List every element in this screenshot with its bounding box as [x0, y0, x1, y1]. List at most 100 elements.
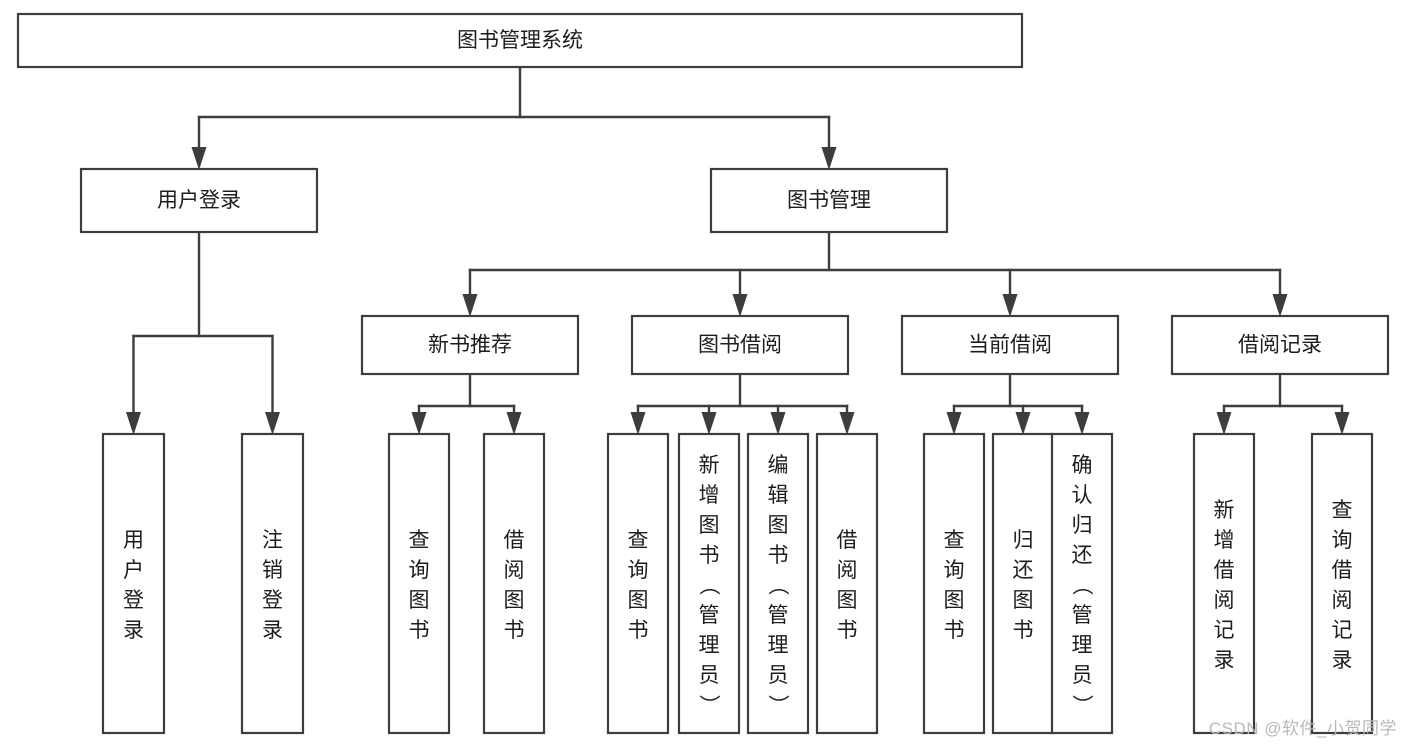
node-label-char: ） [766, 694, 789, 715]
arrow-head-icon [839, 412, 855, 435]
node-label-char: 理 [699, 634, 720, 657]
node-label-char: 询 [1332, 529, 1353, 552]
node-label-char: 还 [1013, 559, 1034, 582]
arrow-head-icon [1216, 412, 1232, 435]
node-label-char: 管 [1072, 604, 1093, 627]
node-box [1050, 432, 1114, 735]
node-label: 新书推荐 [428, 334, 512, 357]
node-label-char: 记 [1332, 619, 1353, 642]
node-label-char: 借 [837, 529, 858, 552]
node-label-char: （ [766, 574, 789, 595]
arrow-head-icon [732, 294, 748, 317]
node-label-char: 登 [123, 589, 144, 612]
node-label-char: 增 [1214, 529, 1235, 552]
node-label-char: 查 [1332, 499, 1353, 522]
node-label-char: 书 [409, 619, 430, 642]
node-label-char: ） [697, 694, 720, 715]
node-box [387, 432, 451, 735]
node-label-char: 查 [409, 529, 430, 552]
node-label-char: 注 [262, 529, 283, 552]
node-box [922, 432, 986, 735]
node-label-char: 书 [628, 619, 649, 642]
arrow-head-icon [411, 412, 427, 435]
node-root[interactable]: 图书管理系统 [16, 12, 1024, 69]
node-label: 图书管理 [787, 189, 871, 212]
node-label-char: 认 [1072, 484, 1093, 507]
node-label-char: 员 [699, 664, 720, 687]
node-label-char: 阅 [1214, 589, 1235, 612]
node-box [746, 432, 810, 735]
node-box [991, 432, 1055, 735]
node-label-char: 新 [1214, 499, 1235, 522]
node-label-char: 图 [504, 589, 525, 612]
node-label-char: 录 [262, 619, 283, 642]
node-label-char: 管 [768, 604, 789, 627]
node-box [606, 432, 670, 735]
node-box [900, 314, 1120, 376]
node-box [630, 314, 850, 376]
node-label-char: 询 [944, 559, 965, 582]
node-box [360, 314, 580, 376]
node-label-char: 图 [699, 514, 720, 537]
node-label-char: 编 [768, 454, 789, 477]
arrow-head-icon [126, 412, 141, 435]
node-newbook[interactable]: 新书推荐 [360, 314, 580, 376]
arrow-head-icon [630, 412, 646, 435]
arrow-head-icon [946, 412, 962, 435]
node-label-char: 书 [699, 544, 720, 567]
node-label-char: 借 [1214, 559, 1235, 582]
node-label-char: 销 [262, 559, 283, 582]
node-box [677, 432, 741, 735]
node-label-char: 户 [123, 559, 144, 582]
node-label-char: 书 [944, 619, 965, 642]
node-label-char: 阅 [837, 559, 858, 582]
node-label-char: 图 [837, 589, 858, 612]
node-box [709, 167, 949, 234]
node-label-char: 查 [944, 529, 965, 552]
connector-layer [126, 65, 1350, 435]
node-label-char: 录 [123, 619, 144, 642]
arrow-head-icon [1074, 412, 1090, 435]
node-leaf-user-login[interactable]: 用户登录 [101, 432, 166, 735]
node-label-char: ） [1070, 694, 1093, 715]
node-box [815, 432, 879, 735]
node-box [1170, 314, 1390, 376]
node-login[interactable]: 用户登录 [79, 167, 319, 234]
node-label-char: 辑 [768, 484, 789, 507]
node-label-char: 阅 [1332, 589, 1353, 612]
node-label-char: 记 [1214, 619, 1235, 642]
node-label-char: 理 [768, 634, 789, 657]
node-label-char: 询 [409, 559, 430, 582]
node-current[interactable]: 当前借阅 [900, 314, 1120, 376]
node-borrow[interactable]: 图书借阅 [630, 314, 850, 376]
node-box [482, 432, 546, 735]
node-label-char: 用 [123, 529, 144, 552]
node-box [79, 167, 319, 234]
node-label-char: 书 [768, 544, 789, 567]
node-label-char: 确 [1072, 454, 1093, 477]
arrow-head-icon [1002, 294, 1018, 317]
node-label-char: （ [1070, 574, 1093, 595]
node-bookmgmt[interactable]: 图书管理 [709, 167, 949, 234]
node-label-char: 图 [409, 589, 430, 612]
node-records[interactable]: 借阅记录 [1170, 314, 1390, 376]
node-label-char: 借 [1332, 559, 1353, 582]
node-label-char: 理 [1072, 634, 1093, 657]
arrow-head-icon [1272, 294, 1288, 317]
node-label-char: 询 [628, 559, 649, 582]
arrow-head-icon [1015, 412, 1031, 435]
node-label-char: 查 [628, 529, 649, 552]
